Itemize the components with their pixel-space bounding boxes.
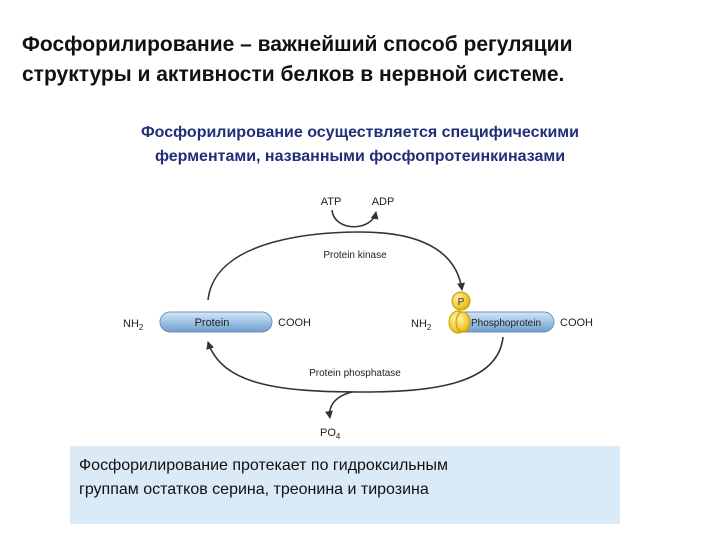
protein-phosphatase-label: Protein phosphatase — [309, 368, 401, 379]
phosphate-p-label: P — [458, 297, 465, 308]
po4-release-arrow — [324, 391, 353, 419]
info-note-box: Фосфорилирование протекает по гидроксиль… — [70, 446, 620, 524]
po4-main: PO — [320, 427, 336, 439]
left-nh2-sub: 2 — [139, 323, 144, 332]
left-cooh-label: COOH — [278, 317, 311, 329]
title-line-1: Фосфорилирование – важнейший способ регу… — [22, 33, 573, 56]
right-nh2-main: NH — [411, 318, 427, 330]
protein-kinase-label: Protein kinase — [323, 250, 387, 261]
atp-label: ATP — [321, 196, 342, 208]
phosphoprotein-label: Phosphoprotein — [471, 318, 541, 329]
title-line-2: структуры и активности белков в нервной … — [22, 63, 565, 86]
left-nh2-label: NH2 — [123, 318, 144, 332]
subtitle-line-1: Фосфорилирование осуществляется специфич… — [141, 124, 579, 141]
po4-label: PO4 — [320, 427, 341, 441]
protein-label: Protein — [195, 317, 230, 329]
right-cooh-label: COOH — [560, 317, 593, 329]
slide-subtitle: Фосфорилирование осуществляется специфич… — [0, 121, 720, 169]
note-line-2: группам остатков серина, треонина и тиро… — [79, 481, 429, 498]
phosphatase-arrow — [206, 336, 504, 393]
po4-sub: 4 — [336, 432, 341, 441]
left-nh2-main: NH — [123, 318, 139, 330]
kinase-arrow — [207, 231, 465, 301]
right-nh2-label: NH2 — [411, 318, 432, 332]
protein-bar — [159, 311, 273, 333]
slide-title: Фосфорилирование – важнейший способ регу… — [22, 30, 712, 90]
right-nh2-sub: 2 — [427, 323, 432, 332]
atp-adp-arrow — [331, 209, 379, 228]
subtitle-line-2: ферментами, названными фосфопротеинкиназ… — [154, 148, 566, 165]
note-line-1: Фосфорилирование протекает по гидроксиль… — [79, 457, 448, 474]
phosphate-attachment-2 — [455, 311, 471, 333]
adp-label: ADP — [372, 196, 395, 208]
phosphate-group-icon — [451, 291, 471, 311]
